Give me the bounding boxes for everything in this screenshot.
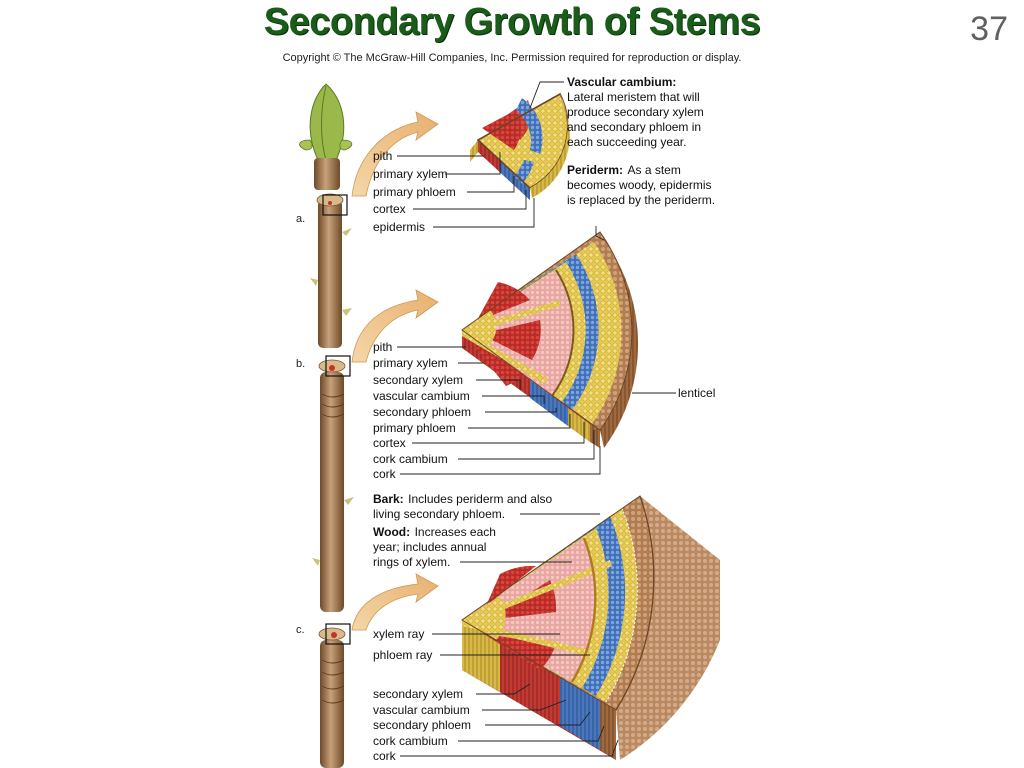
label-b-cork-cambium: cork cambium — [373, 452, 448, 466]
note-vascular-cambium-line4: each succeeding year. — [567, 135, 686, 149]
label-c-xylem-ray: xylem ray — [373, 627, 424, 641]
panel-letter-a: a. — [296, 213, 305, 225]
note-periderm-line1: As a stem — [627, 163, 680, 177]
label-c-secondary-phloem: secondary phloem — [373, 718, 471, 732]
labels-panel-b: pith primary xylem secondary xylem vascu… — [373, 340, 715, 481]
label-b-primary-phloem: primary phloem — [373, 421, 456, 435]
copyright-notice: Copyright © The McGraw-Hill Companies, I… — [282, 52, 742, 64]
note-wood-line2: year; includes annual — [373, 540, 486, 554]
section-box-b — [325, 355, 351, 377]
note-bark-line2: living secondary phloem. — [373, 507, 505, 521]
note-periderm-line3: is replaced by the periderm. — [567, 193, 715, 207]
note-wood-line3: rings of xylem. — [373, 555, 450, 569]
note-vascular-cambium-line3: and secondary phloem in — [567, 120, 701, 134]
section-box-c — [325, 623, 351, 645]
svg-text:Vascular cambium: Latera: Vascular cambium: Lateral meristem that … — [567, 73, 708, 149]
slide-number: 37 — [970, 10, 1008, 48]
note-vascular-cambium-title: Vascular cambium: — [567, 75, 676, 89]
arrow-c — [351, 573, 439, 631]
arrow-a — [351, 111, 439, 197]
note-bark-line1: Includes periderm and also — [408, 492, 552, 506]
note-wood-title: Wood: — [373, 525, 410, 539]
svg-text:Bark: Includes periderm: Bark: Includes periderm and also living … — [373, 490, 557, 521]
svg-text:Periderm: As a stem: Periderm: As a stem becomes woody, epide… — [567, 161, 716, 207]
label-b-pith: pith — [373, 340, 392, 354]
label-c-phloem-ray: phloem ray — [373, 648, 432, 662]
twig-illustration — [299, 83, 354, 768]
label-b-secondary-phloem: secondary phloem — [373, 405, 471, 419]
panel-letter-c: c. — [296, 624, 305, 636]
label-a-epidermis: epidermis — [373, 220, 425, 234]
label-a-pith: pith — [373, 149, 392, 163]
label-c-secondary-xylem: secondary xylem — [373, 687, 463, 701]
note-periderm-line2: becomes woody, epidermis — [567, 178, 712, 192]
section-box-a — [322, 194, 348, 216]
svg-text:Wood: Increases each: Wood: Increases each year; includes annu… — [373, 523, 500, 569]
label-b-secondary-xylem: secondary xylem — [373, 373, 463, 387]
labels-panel-c: Bark: Includes periderm and also living … — [373, 490, 619, 763]
label-a-primary-xylem: primary xylem — [373, 167, 448, 181]
label-b-lenticel: lenticel — [678, 386, 715, 400]
cross-section-c — [461, 495, 720, 760]
cross-section-a — [470, 92, 570, 200]
note-vascular-cambium-line1: Lateral meristem that will — [567, 90, 700, 104]
label-c-cork: cork — [373, 749, 397, 763]
label-c-cork-cambium: cork cambium — [373, 734, 448, 748]
label-b-vascular-cambium: vascular cambium — [373, 389, 470, 403]
panel-letter-b: b. — [296, 358, 305, 370]
label-c-vascular-cambium: vascular cambium — [373, 703, 470, 717]
label-a-primary-phloem: primary phloem — [373, 185, 456, 199]
cross-section-b — [461, 231, 639, 448]
label-b-cork: cork — [373, 467, 397, 481]
label-b-cortex: cortex — [373, 436, 406, 450]
note-bark-title: Bark: — [373, 492, 404, 506]
label-b-primary-xylem: primary xylem — [373, 356, 448, 370]
arrow-b — [351, 289, 439, 363]
note-wood-line1: Increases each — [415, 525, 496, 539]
labels-panel-a: pith primary xylem primary phloem cortex… — [373, 73, 716, 241]
label-a-cortex: cortex — [373, 202, 406, 216]
note-periderm-title: Periderm: — [567, 163, 623, 177]
slide-title: Secondary Growth of Stems — [263, 1, 761, 43]
note-vascular-cambium-line2: produce secondary xylem — [567, 105, 704, 119]
